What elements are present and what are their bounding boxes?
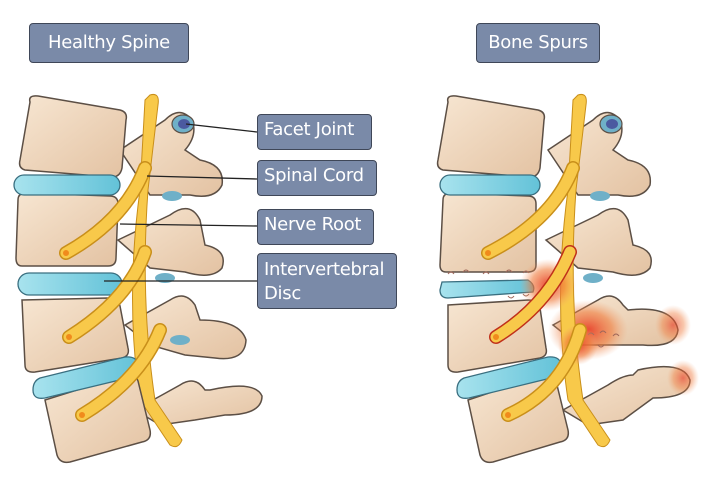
bone-spurs-title: Bone Spurs [476,23,600,63]
label-spinal-cord: Spinal Cord [257,160,377,196]
leader-lines [104,123,258,282]
label-nerve-root: Nerve Root [257,209,374,245]
healthy-spine-title: Healthy Spine [29,23,189,63]
nerve-root-dots [63,250,85,418]
facet-joint-icon [155,114,195,345]
healthy-spine-illustration [13,94,263,464]
nerve-root-dots [485,250,511,418]
intervertebral-discs [439,174,562,399]
bone-spurs-illustration [436,94,699,464]
inflammation-area [655,305,691,345]
facet-joint-icon [583,114,623,283]
label-intervertebral-disc: Intervertebral Disc [257,253,397,309]
nerve-roots [59,161,167,422]
label-facet-joint: Facet Joint [257,114,372,150]
nerve-roots [481,161,587,422]
inflammation-area [667,360,699,396]
